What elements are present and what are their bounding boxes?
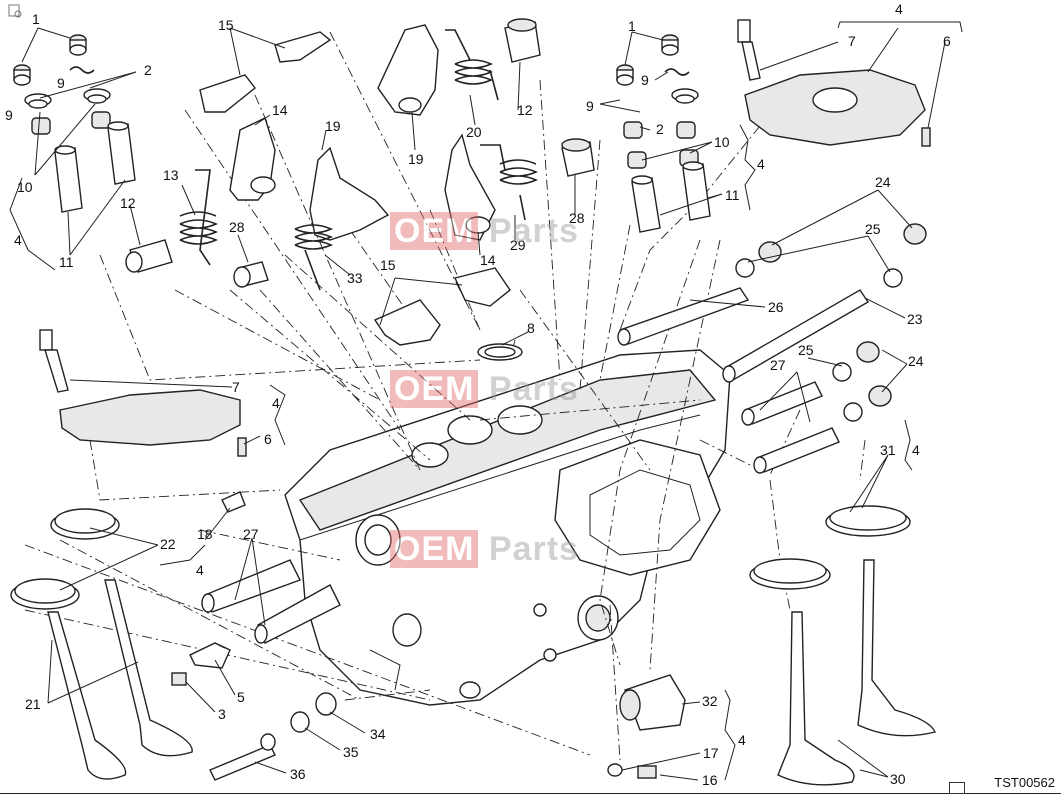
callout-2-a: 2 (144, 62, 152, 78)
camshaft-cap-left (39, 329, 247, 457)
callout-8-a: 8 (527, 320, 535, 336)
callout-33-a: 33 (347, 270, 363, 286)
callout-9-b: 9 (5, 107, 13, 123)
callout-9-a: 9 (57, 75, 65, 91)
leader-lines (24, 31, 866, 761)
callout-34-a: 34 (370, 726, 386, 742)
watermark-middle: OEM Parts (390, 370, 579, 409)
callout-29-a: 29 (510, 237, 526, 253)
callout-19-a: 19 (325, 118, 341, 134)
callout-17-a: 17 (703, 745, 719, 761)
image-corner-icon[interactable] (8, 4, 22, 18)
callout-28-a: 28 (229, 219, 245, 235)
callout-21-a: 21 (25, 696, 41, 712)
callout-23-a: 23 (907, 311, 923, 327)
watermark-bottom: OEM Parts (390, 530, 579, 569)
callout-5-a: 5 (237, 689, 245, 705)
callout-30-a: 30 (890, 771, 906, 787)
callout-32-a: 32 (702, 693, 718, 709)
cylinder-head (284, 349, 731, 706)
callout-1-b: 1 (628, 18, 636, 34)
callout-11-a: 11 (59, 254, 74, 270)
callout-36-a: 36 (290, 766, 306, 782)
callout-18-a: 18 (197, 526, 213, 542)
callout-15-a: 15 (218, 17, 234, 33)
callout-3-a: 3 (218, 706, 226, 722)
callout-27-a: 27 (770, 357, 786, 373)
callout-7-a: 7 (848, 33, 856, 49)
callout-24-a: 24 (875, 174, 891, 190)
callout-6-a: 6 (943, 33, 951, 49)
callout-13-a: 13 (163, 167, 179, 183)
callout-26-a: 26 (768, 299, 784, 315)
callout-4-b: 4 (757, 156, 765, 172)
callout-25-a: 25 (865, 221, 881, 237)
callout-4-g: 4 (738, 732, 746, 748)
callout-19-b: 19 (408, 151, 424, 167)
callout-11-b: 11 (725, 187, 740, 203)
callout-4-f: 4 (196, 562, 204, 578)
callout-25-b: 25 (798, 342, 814, 358)
expand-arrow-icon[interactable] (949, 782, 965, 794)
callout-2-b: 2 (656, 121, 664, 137)
callout-4-a: 4 (14, 232, 22, 248)
callout-12-b: 12 (517, 102, 533, 118)
callout-1-a: 1 (32, 11, 40, 27)
callout-10-a: 10 (17, 179, 33, 195)
valve-cap-group-left (13, 34, 136, 213)
callout-leaders (9, 21, 963, 781)
callout-16-a: 16 (702, 772, 718, 788)
valve-cap-group-right (616, 19, 931, 233)
callout-4-e: 4 (272, 395, 280, 411)
callout-35-a: 35 (343, 744, 359, 760)
rocker-arm-group (125, 18, 595, 361)
callout-24-b: 24 (908, 353, 924, 369)
intake-valves (10, 508, 193, 780)
drawing-code: TST00562 (994, 775, 1055, 790)
callout-9-d: 9 (586, 98, 594, 114)
watermark-top: OEM Parts (390, 212, 579, 251)
callout-12-a: 12 (120, 195, 136, 211)
callout-22-a: 22 (160, 536, 176, 552)
bottom-border-line (0, 793, 1061, 794)
callout-14-b: 14 (480, 252, 496, 268)
callout-14-a: 14 (272, 102, 288, 118)
callout-31-a: 31 (880, 442, 896, 458)
callout-4-d: 4 (912, 442, 920, 458)
callout-9-c: 9 (641, 72, 649, 88)
callout-20-a: 20 (466, 124, 482, 140)
callout-15-b: 15 (380, 257, 396, 273)
callout-4-c: 4 (895, 1, 903, 17)
callout-27-b: 27 (243, 526, 259, 542)
exhaust-valves (749, 505, 936, 786)
callout-10-b: 10 (714, 134, 730, 150)
misc-lower-parts (171, 491, 686, 781)
callout-7-b: 7 (232, 379, 240, 395)
callout-28-b: 28 (569, 210, 585, 226)
callout-6-b: 6 (264, 431, 272, 447)
